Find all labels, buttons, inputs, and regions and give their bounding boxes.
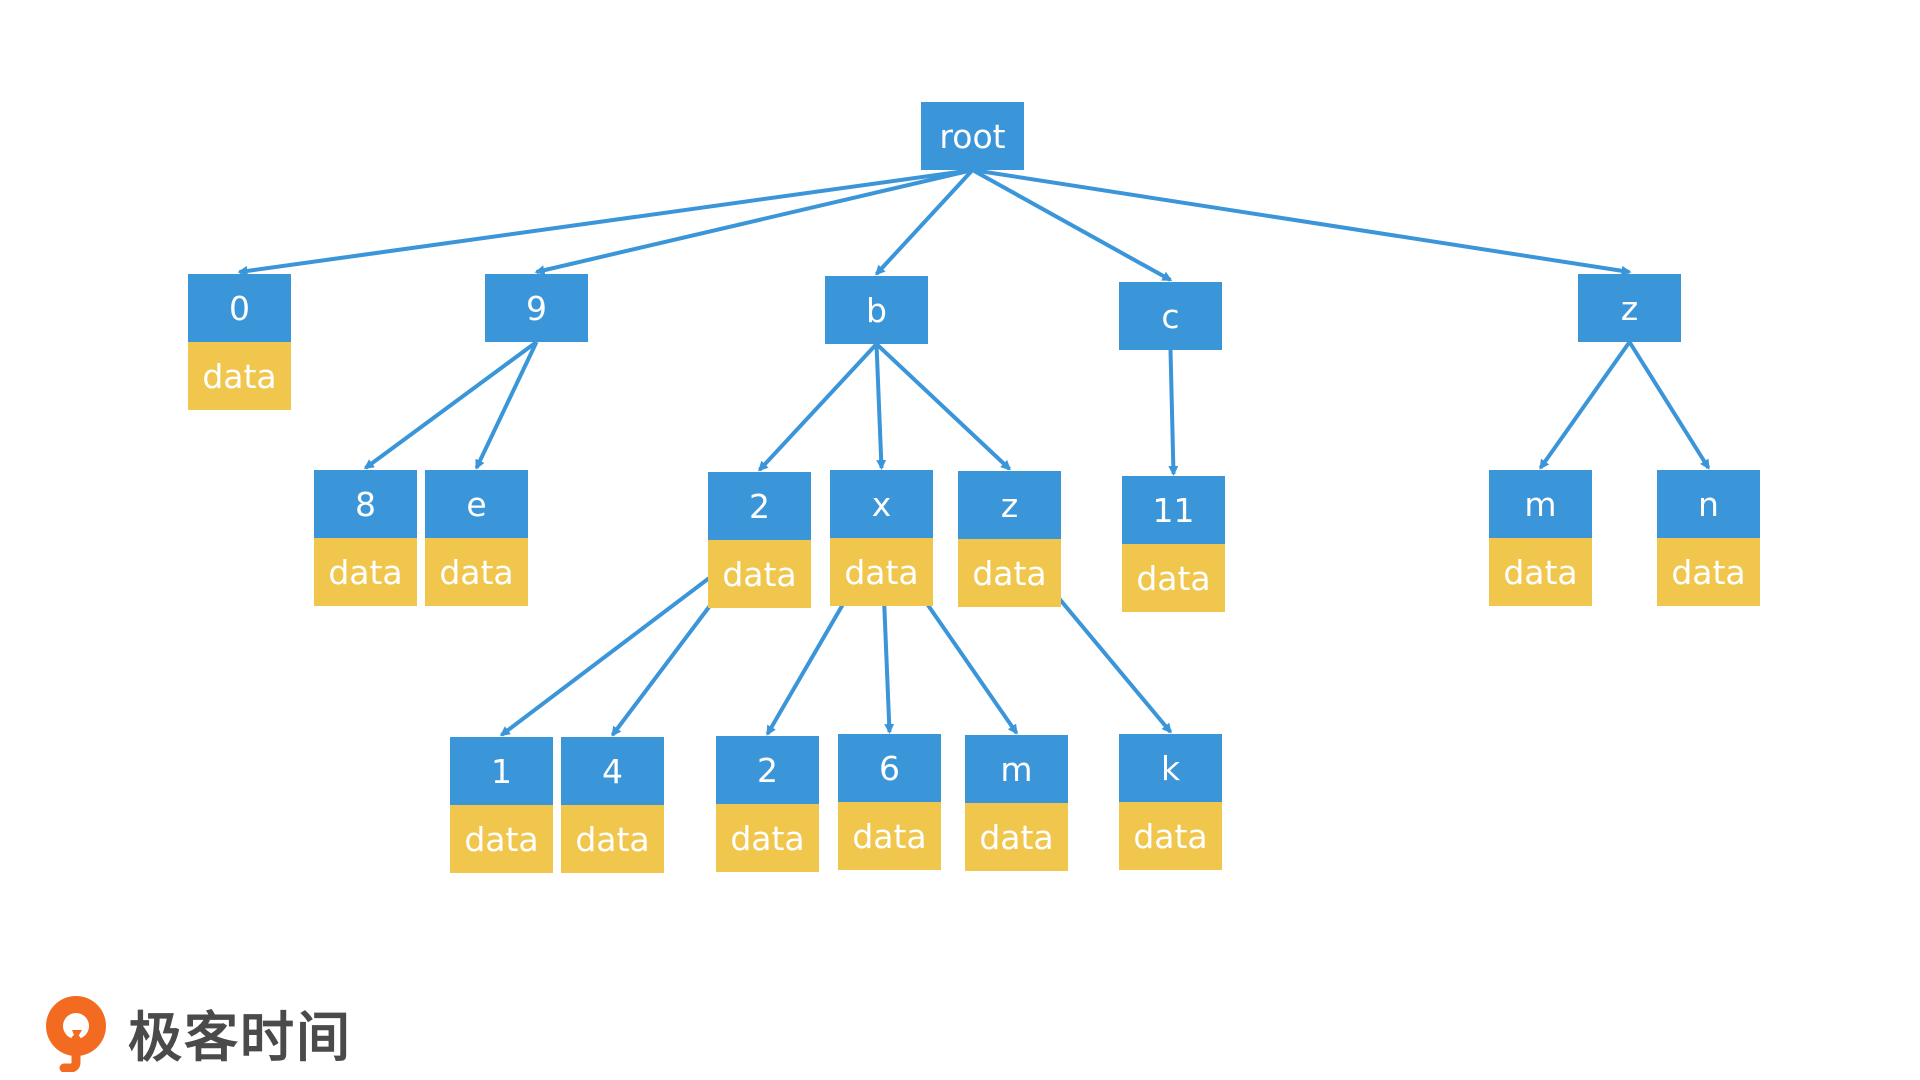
node-b-z: z data <box>958 471 1061 607</box>
node-key: m <box>1489 470 1592 538</box>
node-root: root <box>921 102 1024 170</box>
node-value: data <box>314 538 417 606</box>
node-e: e data <box>425 470 528 606</box>
node-key: 8 <box>314 470 417 538</box>
node-key: e <box>425 470 528 538</box>
edge-root-nb <box>875 168 974 276</box>
node-value: data <box>188 342 291 410</box>
node-z-k: k data <box>1119 734 1222 870</box>
brand-logo: 极客时间 <box>42 992 352 1072</box>
node-key: k <box>1119 734 1222 802</box>
node-key: root <box>921 102 1024 170</box>
node-b-x: x data <box>830 470 933 606</box>
edge-root-n9 <box>534 168 973 276</box>
node-9: 9 <box>485 274 588 342</box>
edge-n9-n8 <box>363 340 538 470</box>
node-value: data <box>450 805 553 873</box>
edge-root-nz <box>972 168 1632 276</box>
node-key: x <box>830 470 933 538</box>
edge-nz-nzm <box>1538 340 1632 470</box>
node-key: 2 <box>716 736 819 804</box>
node-x-2: 2 data <box>716 736 819 872</box>
node-b: b <box>825 276 928 344</box>
node-key: z <box>1578 274 1681 342</box>
node-b-2: 2 data <box>708 472 811 608</box>
node-key: 4 <box>561 737 664 805</box>
logo-text: 极客时间 <box>128 1005 352 1069</box>
node-key: 6 <box>838 734 941 802</box>
node-c: c <box>1119 282 1222 350</box>
node-key: 1 <box>450 737 553 805</box>
node-2-1: 1 data <box>450 737 553 873</box>
node-key: 2 <box>708 472 811 540</box>
edge-n9-ne <box>474 341 539 470</box>
node-2-4: 4 data <box>561 737 664 873</box>
node-key: 9 <box>485 274 588 342</box>
node-key: n <box>1657 470 1760 538</box>
node-value: data <box>561 805 664 873</box>
node-value: data <box>1119 802 1222 870</box>
node-z-n: n data <box>1657 470 1760 606</box>
edge-root-nc <box>971 168 1173 282</box>
node-0: 0 data <box>188 274 291 410</box>
node-value: data <box>838 802 941 870</box>
node-c-11: 11 data <box>1122 476 1225 612</box>
node-key: z <box>958 471 1061 539</box>
node-value: data <box>830 538 933 606</box>
node-value: data <box>708 540 811 608</box>
node-value: data <box>425 538 528 606</box>
edge-root-n0 <box>237 168 973 276</box>
node-value: data <box>965 803 1068 871</box>
edge-nz-nzn <box>1627 340 1711 470</box>
node-z-m: m data <box>1489 470 1592 606</box>
node-key: c <box>1119 282 1222 350</box>
node-key: 0 <box>188 274 291 342</box>
node-value: data <box>716 804 819 872</box>
edge-nb-nbz <box>875 342 1011 471</box>
node-value: data <box>1122 544 1225 612</box>
node-key: b <box>825 276 928 344</box>
node-key: m <box>965 735 1068 803</box>
node-8: 8 data <box>314 470 417 606</box>
edge-nc-nc11 <box>1168 349 1179 476</box>
node-value: data <box>1657 538 1760 606</box>
node-value: data <box>958 539 1061 607</box>
node-z: z <box>1578 274 1681 342</box>
edge-nb-nb2 <box>758 342 878 472</box>
node-key: 11 <box>1122 476 1225 544</box>
node-x-m: m data <box>965 735 1068 871</box>
geektime-logo-icon <box>46 996 106 1072</box>
node-x-6: 6 data <box>838 734 941 870</box>
edge-nb-nbx <box>874 343 887 470</box>
node-value: data <box>1489 538 1592 606</box>
